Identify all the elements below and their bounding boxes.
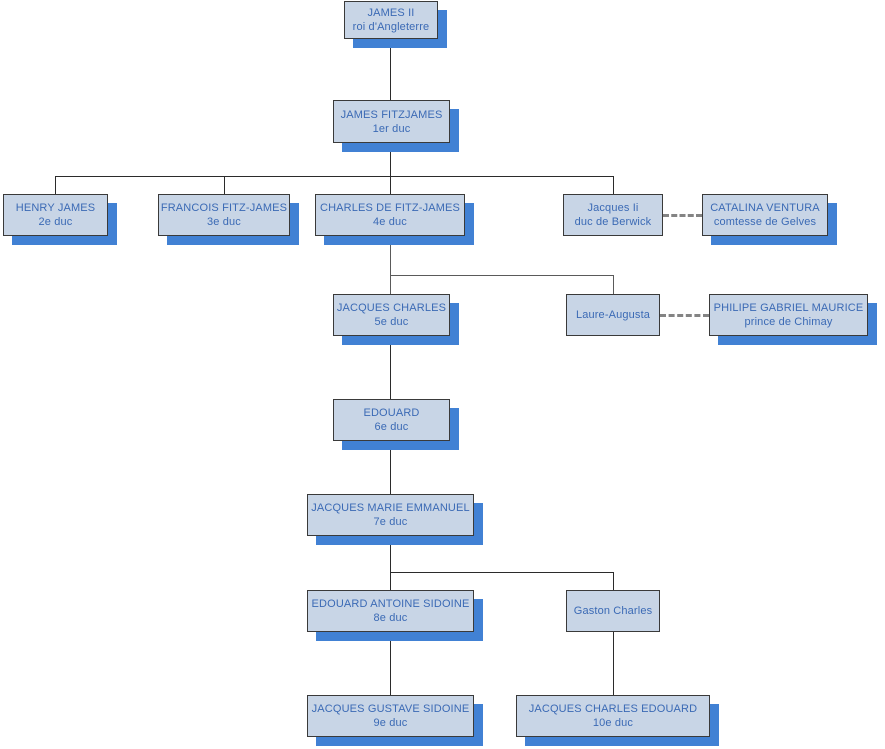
connector-drop-duc5 xyxy=(390,275,391,294)
node-jacques2[interactable]: Jacques Ii duc de Berwick xyxy=(563,194,663,236)
node-gaston[interactable]: Gaston Charles xyxy=(566,590,660,632)
connector-james2-duc1 xyxy=(390,39,391,100)
node-duc5[interactable]: JACQUES CHARLES 5e duc xyxy=(333,294,450,336)
node-name-duc7: JACQUES MARIE EMMANUEL xyxy=(311,502,470,514)
node-subtitle-duc2: 2e duc xyxy=(38,216,73,228)
node-name-james2: JAMES II xyxy=(367,7,415,19)
node-subtitle-duc10: 10e duc xyxy=(592,717,634,729)
node-name-duc4: CHARLES DE FITZ-JAMES xyxy=(319,202,461,214)
node-name-laure: Laure-Augusta xyxy=(575,309,651,321)
node-name-duc9: JACQUES GUSTAVE SIDOINE xyxy=(311,703,470,715)
node-subtitle-duc7: 7e duc xyxy=(373,516,408,528)
node-duc10[interactable]: JACQUES CHARLES EDOUARD 10e duc xyxy=(516,695,710,737)
connector-duc7-bus xyxy=(390,572,614,573)
node-subtitle-catalina: comtesse de Gelves xyxy=(713,216,817,228)
connector-duc7-stem xyxy=(390,536,391,572)
connector-drop-jacques2 xyxy=(613,176,614,194)
connector-gaston-duc10 xyxy=(613,632,614,695)
node-catalina[interactable]: CATALINA VENTURA comtesse de Gelves xyxy=(702,194,828,236)
node-name-duc6: EDOUARD xyxy=(363,407,420,419)
node-subtitle-duc1: 1er duc xyxy=(372,122,411,135)
node-subtitle-duc8: 8e duc xyxy=(373,612,408,624)
node-duc7[interactable]: JACQUES MARIE EMMANUEL 7e duc xyxy=(307,494,474,536)
connector-drop-laure xyxy=(613,275,614,294)
node-name-duc1: JAMES FITZJAMES xyxy=(340,108,443,121)
node-subtitle-duc6: 6e duc xyxy=(374,421,409,433)
node-duc9[interactable]: JACQUES GUSTAVE SIDOINE 9e duc xyxy=(307,695,474,737)
node-name-duc8: EDOUARD ANTOINE SIDOINE xyxy=(311,598,470,610)
node-name-jacques2: Jacques Ii xyxy=(587,202,639,214)
node-subtitle-jacques2: duc de Berwick xyxy=(574,216,652,228)
node-name-philipe: PHILIPE GABRIEL MAURICE xyxy=(713,302,864,314)
node-subtitle-duc9: 9e duc xyxy=(373,717,408,729)
node-duc4[interactable]: CHARLES DE FITZ-JAMES 4e duc xyxy=(315,194,465,236)
connector-duc4-bus xyxy=(390,275,614,276)
node-duc8[interactable]: EDOUARD ANTOINE SIDOINE 8e duc xyxy=(307,590,474,632)
connector-duc1-bus xyxy=(55,176,614,177)
marriage-line-jacques2-catalina xyxy=(663,214,702,217)
connector-drop-gaston xyxy=(613,572,614,590)
node-subtitle-duc4: 4e duc xyxy=(373,216,407,228)
node-subtitle-james2: roi d'Angleterre xyxy=(352,21,430,33)
node-philipe[interactable]: PHILIPE GABRIEL MAURICE prince de Chimay xyxy=(709,294,868,336)
connector-duc4-stem xyxy=(390,236,391,275)
connector-duc8-duc9 xyxy=(390,632,391,695)
connector-drop-duc4 xyxy=(390,176,391,194)
node-subtitle-philipe: prince de Chimay xyxy=(744,316,833,328)
marriage-line-laure-philipe xyxy=(660,314,709,317)
connector-duc5-duc6 xyxy=(390,336,391,399)
node-subtitle-duc3: 3e duc xyxy=(207,216,241,228)
connector-drop-duc2 xyxy=(55,176,56,194)
node-subtitle-duc5: 5e duc xyxy=(374,316,409,328)
node-name-duc10: JACQUES CHARLES EDOUARD xyxy=(528,703,698,715)
node-name-catalina: CATALINA VENTURA xyxy=(710,202,820,214)
node-name-duc5: JACQUES CHARLES xyxy=(336,302,447,314)
node-james2[interactable]: JAMES II roi d'Angleterre xyxy=(344,1,438,39)
connector-drop-duc3 xyxy=(224,176,225,194)
node-duc2[interactable]: HENRY JAMES 2e duc xyxy=(3,194,108,236)
node-laure[interactable]: Laure-Augusta xyxy=(566,294,660,336)
connector-drop-duc8 xyxy=(390,572,391,590)
node-name-duc2: HENRY JAMES xyxy=(15,202,96,214)
node-name-gaston: Gaston Charles xyxy=(573,605,653,617)
node-duc6[interactable]: EDOUARD 6e duc xyxy=(333,399,450,441)
node-duc3[interactable]: FRANCOIS FITZ-JAMES 3e duc xyxy=(158,194,290,236)
connector-duc6-duc7 xyxy=(390,441,391,494)
connector-duc1-stem xyxy=(390,143,391,176)
node-name-duc3: FRANCOIS FITZ-JAMES xyxy=(160,202,288,214)
